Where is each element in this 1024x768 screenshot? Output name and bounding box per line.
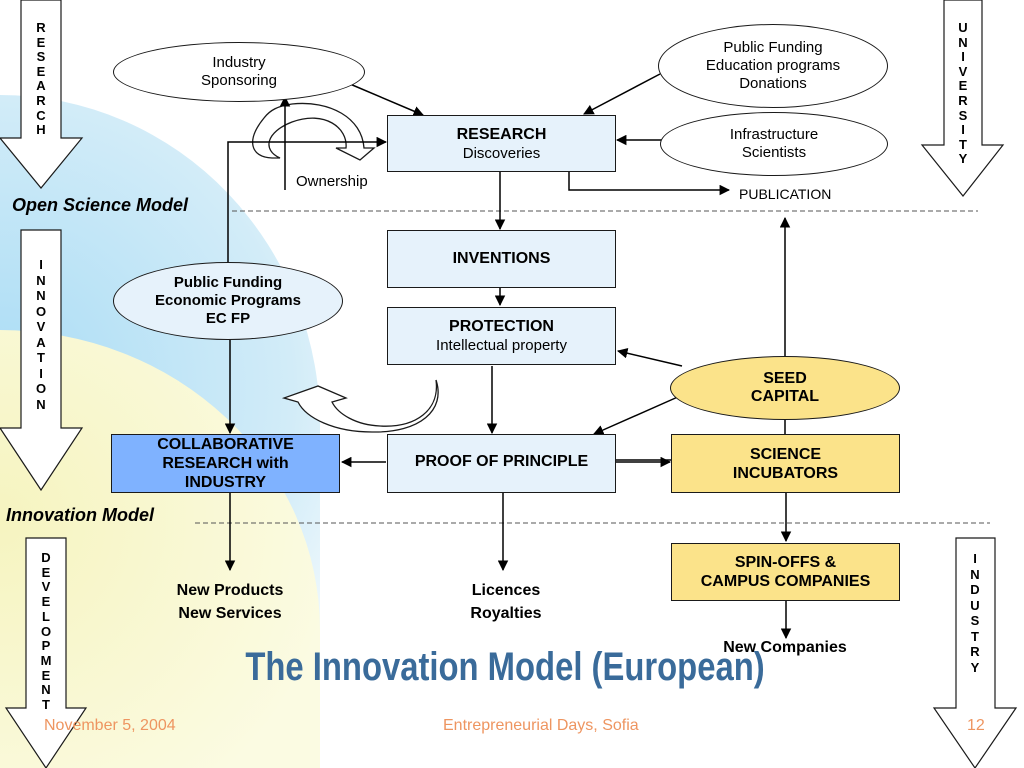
research-arrow-shape <box>0 0 84 189</box>
vertical-letter: R <box>958 92 968 108</box>
proof-of-principle-box: PROOF OF PRINCIPLE <box>387 434 616 493</box>
vertical-letter: I <box>39 365 43 381</box>
vertical-letter: N <box>958 34 968 50</box>
ownership-label: Ownership <box>296 173 368 190</box>
science-incubators-box: SCIENCE INCUBATORS <box>671 434 900 493</box>
vertical-letter: N <box>41 682 51 698</box>
vertical-letter: E <box>958 78 968 94</box>
vertical-letter: N <box>36 272 46 288</box>
vertical-letter: L <box>42 608 50 624</box>
new-products-label: New Products New Services <box>176 582 284 622</box>
innovation-model-label: Innovation Model <box>6 505 154 525</box>
vertical-letter: I <box>39 257 43 272</box>
vertical-letter: U <box>970 597 980 613</box>
protection-box: PROTECTION Intellectual property <box>387 307 616 365</box>
vertical-letter: N <box>970 566 980 582</box>
vertical-letter: U <box>958 20 968 35</box>
curved-arrow-top <box>252 102 376 161</box>
public-funding-ec-oval: Public Funding Economic Programs EC FP <box>113 262 343 340</box>
curved-arrow-middle <box>281 379 439 433</box>
vertical-letter: A <box>36 334 46 350</box>
vertical-letter: Y <box>958 151 968 167</box>
inventions-box: INVENTIONS <box>387 230 616 288</box>
vertical-letter: V <box>41 579 51 595</box>
vertical-letter: S <box>958 107 968 123</box>
public-funding-education-oval: Public Funding Education programs Donati… <box>658 24 888 108</box>
vertical-letter: E <box>36 63 46 79</box>
vertical-letter: T <box>971 628 979 644</box>
industry-arrow-shape <box>932 537 1018 768</box>
vertical-letter: S <box>36 49 46 65</box>
vertical-letter: M <box>40 652 52 668</box>
vertical-letter: R <box>970 644 980 659</box>
research-box: RESEARCH Discoveries <box>387 115 616 172</box>
new-companies-label: New Companies <box>723 639 847 656</box>
vertical-letter: R <box>36 20 46 35</box>
page-title: The Innovation Model (European) <box>245 645 765 689</box>
vertical-letter: S <box>970 613 980 628</box>
vertical-letter: O <box>40 623 52 639</box>
vertical-letter: R <box>36 92 46 108</box>
vertical-letter: C <box>36 107 46 123</box>
vertical-letter: D <box>970 582 980 597</box>
vertical-letter: O <box>35 303 47 319</box>
licences-label: Licences Royalties <box>470 582 542 622</box>
vertical-letter: I <box>961 122 965 138</box>
vertical-letter: Y <box>970 659 980 675</box>
vertical-letter: T <box>37 350 45 365</box>
vertical-letter: E <box>41 564 51 580</box>
vertical-letter: N <box>36 288 46 303</box>
vertical-letter: I <box>973 551 977 566</box>
university-arrow-shape <box>920 0 1005 197</box>
footer-event: Entrepreneurial Days, Sofia <box>443 717 639 734</box>
vertical-letter: A <box>36 78 46 94</box>
publication-label: PUBLICATION <box>739 186 832 202</box>
vertical-letter: E <box>41 667 51 683</box>
innovation-arrow-shape <box>0 229 84 492</box>
vertical-letter: N <box>36 396 46 412</box>
seed-capital-oval: SEED CAPITAL <box>670 356 900 420</box>
vertical-letter: V <box>958 63 968 79</box>
footer-page-number: 12 <box>967 717 985 734</box>
vertical-letter: T <box>959 136 967 152</box>
vertical-letter: E <box>36 34 46 50</box>
vertical-letter: P <box>41 638 51 654</box>
vertical-letter: T <box>42 697 50 713</box>
vertical-letter: E <box>41 594 51 610</box>
footer-date: November 5, 2004 <box>44 717 176 734</box>
industry-sponsoring-oval: Industry Sponsoring <box>113 42 365 102</box>
infrastructure-oval: Infrastructure Scientists <box>660 112 888 176</box>
vertical-letter: O <box>35 381 47 396</box>
vertical-letter: V <box>36 319 46 334</box>
vertical-letter: D <box>41 550 51 565</box>
spin-offs-box: SPIN-OFFS & CAMPUS COMPANIES <box>671 543 900 601</box>
collaborative-research-box: COLLABORATIVE RESEARCH with INDUSTRY <box>111 434 340 493</box>
vertical-letter: I <box>961 49 965 65</box>
open-science-model-label: Open Science Model <box>12 195 189 215</box>
development-arrow-shape <box>4 537 88 768</box>
vertical-letter: H <box>36 122 46 138</box>
